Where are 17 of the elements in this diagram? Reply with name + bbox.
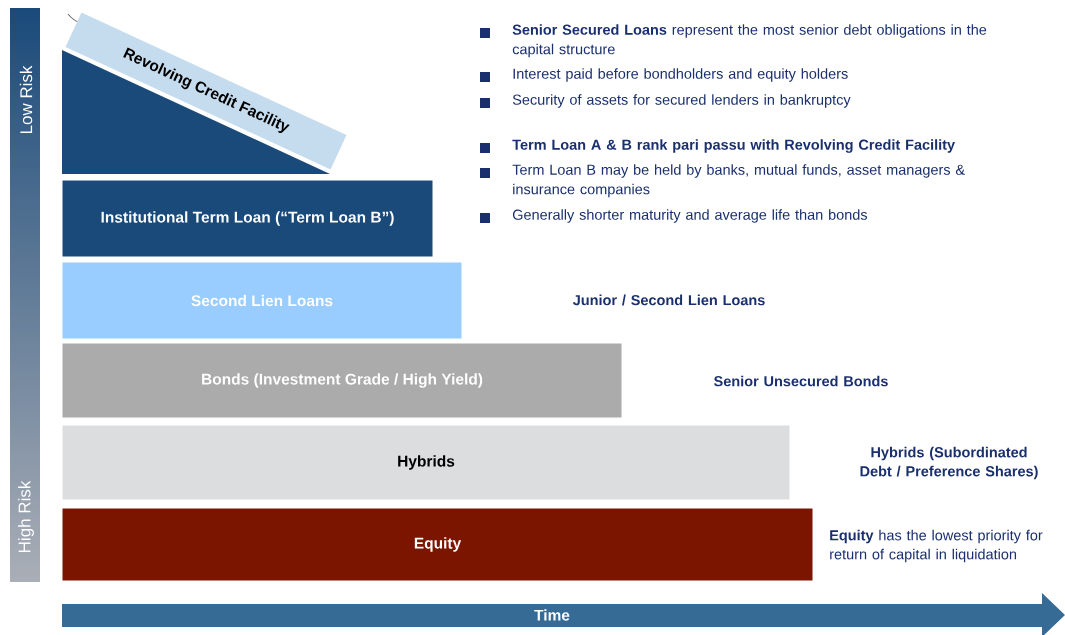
bullet-text: Term Loan A & B rank pari passu with Revolving Credit Facility	[512, 139, 955, 153]
tier-box: Equity	[61, 507, 814, 582]
risk-label: Low Risk	[19, 65, 33, 134]
description-text: Junior / Second Lien Loans	[572, 294, 765, 306]
tier-box: Hybrids	[61, 424, 791, 501]
bullet-text: Security of assets for secured lenders in bankruptcy	[512, 94, 851, 108]
description-text: Equity has the lowest priority for return of capital in liquidation	[830, 529, 1043, 563]
tier-box: Institutional Term Loan (“Term Loan B”)	[61, 179, 434, 258]
description-text: Hybrids (Subordinated Debt / Preference Shares)	[860, 446, 1038, 480]
tier-box: Second Lien Loans	[61, 261, 463, 340]
bullet-text: Term Loan B may be held by banks, mutual funds, asset managers & insurance companies	[512, 164, 965, 198]
tier-box: Bonds (Investment Grade / High Yield)	[61, 342, 623, 419]
bullet-text: Senior Secured Loans represent the most senior debt obligations in the capital structure	[512, 24, 987, 58]
bullet-text: Generally shorter maturity and average life than bonds	[512, 209, 868, 223]
description-text: Senior Unsecured Bonds	[714, 375, 888, 387]
risk-label: High Risk	[18, 480, 34, 552]
bullet-text: Interest paid before bondholders and equity holders	[513, 68, 848, 82]
